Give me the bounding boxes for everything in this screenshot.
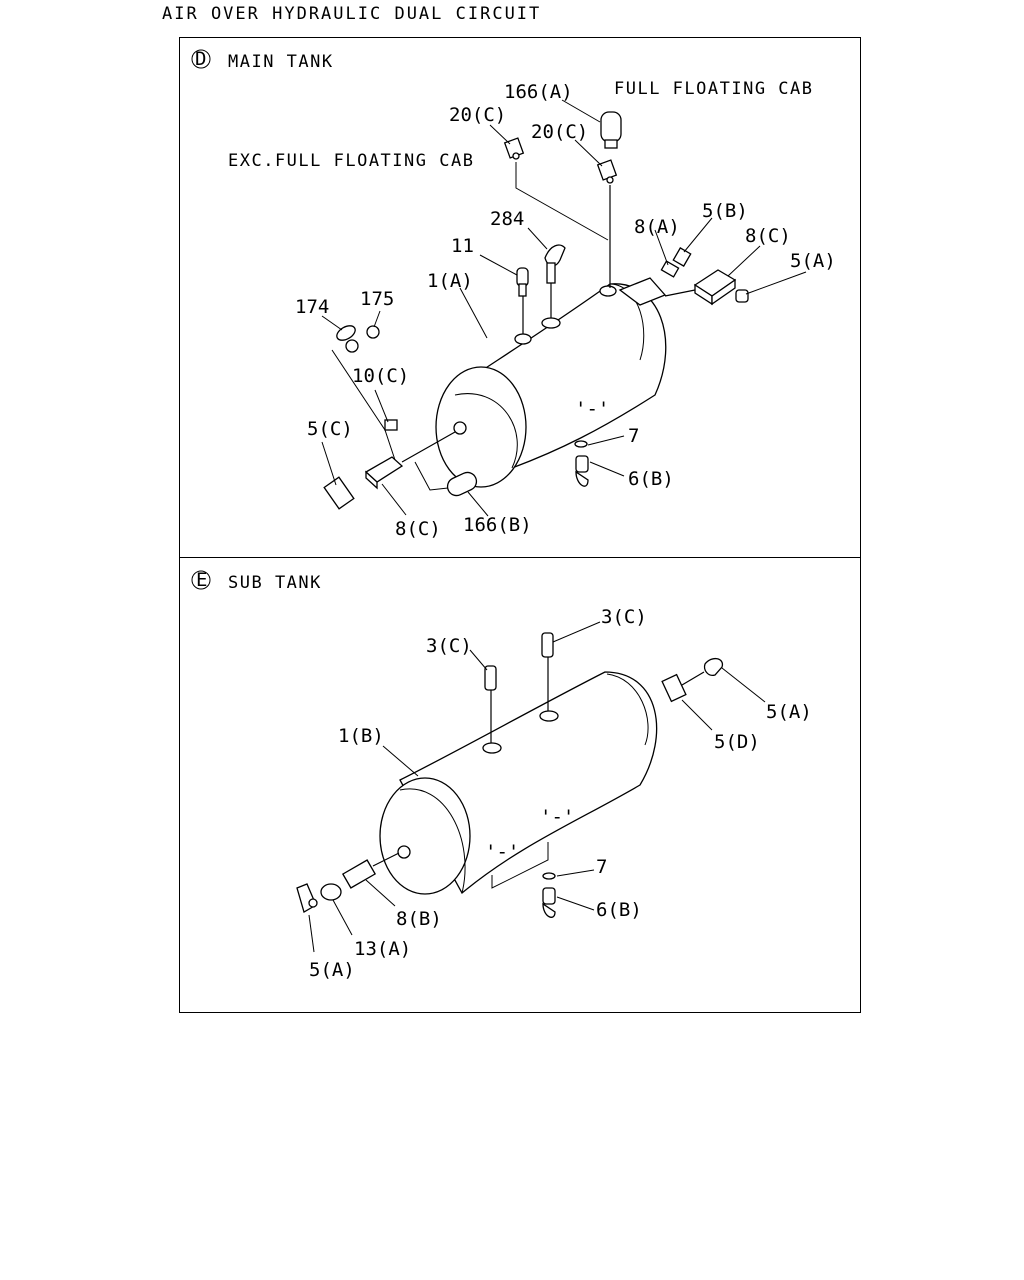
section-d-letter: D: [195, 48, 206, 70]
tank-mark-main: '-': [575, 398, 609, 420]
label-8a: 8(A): [634, 216, 680, 238]
part-5c-fitting: [323, 476, 355, 510]
exc-full-floating-cab-note: EXC.FULL FLOATING CAB: [228, 151, 474, 171]
part-7-washer-sub: [542, 872, 556, 880]
part-5a-elbow-main: [735, 289, 749, 303]
part-8c-valve-block-lower: [364, 456, 404, 490]
sub-tank-heading: SUB TANK: [228, 573, 322, 593]
sub-tank-section-header: E SUB TANK: [191, 569, 322, 593]
label-6b-sub: 6(B): [596, 899, 642, 921]
label-7-sub: 7: [596, 856, 607, 878]
label-7-main: 7: [628, 425, 639, 447]
label-175: 175: [360, 288, 394, 310]
section-e-circle: [191, 570, 211, 590]
part-3c-fitting-right: [541, 632, 554, 658]
label-5b: 5(B): [702, 200, 748, 222]
label-1b: 1(B): [338, 725, 384, 747]
section-e-letter: E: [196, 569, 207, 591]
part-166a-filter: [600, 111, 622, 149]
label-8c-bottom: 8(C): [395, 518, 441, 540]
label-1a: 1(A): [427, 270, 473, 292]
label-5a-sub-left: 5(A): [309, 959, 355, 981]
label-284: 284: [490, 208, 524, 230]
part-6b-drain-main: [575, 455, 589, 487]
part-5a-elbow-sub-right: [703, 657, 724, 676]
label-20c-2: 20(C): [531, 121, 588, 143]
sub-tank-leaders: [308, 621, 766, 953]
label-5a-main: 5(A): [790, 250, 836, 272]
port-boss-3: [599, 285, 617, 297]
tank-mark-sub-2: '-': [540, 806, 574, 828]
part-284-elbow: [544, 244, 566, 284]
label-3c-left: 3(C): [426, 635, 472, 657]
label-174: 174: [295, 296, 329, 318]
part-7-washer-main: [574, 440, 588, 448]
full-floating-cab-note: FULL FLOATING CAB: [614, 79, 814, 99]
port-boss-1: [514, 333, 532, 345]
label-11: 11: [451, 235, 474, 257]
part-20c-fitting-right: [596, 159, 618, 184]
main-tank-section-header: D MAIN TANK: [191, 48, 334, 72]
sub-port-boss-2: [539, 710, 559, 722]
label-166a: 166(A): [504, 81, 573, 103]
label-166b: 166(B): [463, 514, 532, 536]
diagram-title: AIR OVER HYDRAULIC DUAL CIRCUIT: [162, 4, 542, 24]
label-5a-sub-right: 5(A): [766, 701, 812, 723]
label-8b: 8(B): [396, 908, 442, 930]
part-13a-fitting: [320, 883, 342, 901]
label-5c: 5(C): [307, 418, 353, 440]
label-10c: 10(C): [352, 365, 409, 387]
label-5d: 5(D): [714, 731, 760, 753]
sub-tank-body: [379, 671, 658, 895]
part-8c-valve-block-right: [693, 269, 737, 306]
port-boss-2: [541, 317, 561, 329]
part-5a-elbow-sub-left: [296, 883, 318, 913]
label-8c-top: 8(C): [745, 225, 791, 247]
label-6b-main: 6(B): [628, 468, 674, 490]
main-tank-heading: MAIN TANK: [228, 52, 334, 72]
part-8b-fitting: [341, 859, 377, 889]
part-166b-filter: [446, 471, 478, 497]
part-20c-fitting-left: [503, 137, 525, 160]
main-tank-leaders: [321, 99, 807, 517]
tank-mount-bracket: [618, 277, 667, 306]
part-8a-fitting: [660, 260, 680, 278]
section-d-circle: [191, 49, 211, 69]
part-11-valve: [516, 267, 529, 297]
part-6b-drain-sub: [542, 887, 556, 918]
part-10c-fitting: [384, 419, 398, 431]
part-5d-fitting: [661, 673, 687, 703]
label-3c-right: 3(C): [601, 606, 647, 628]
main-tank-body: [435, 283, 667, 488]
sub-port-boss-1: [482, 742, 502, 754]
part-175-plug: [366, 325, 380, 339]
label-13a: 13(A): [354, 938, 411, 960]
sub-tank-panel: [179, 557, 861, 1013]
label-20c-1: 20(C): [449, 104, 506, 126]
tank-mark-sub-1: '-': [485, 841, 519, 863]
part-5b-fitting: [672, 247, 692, 267]
